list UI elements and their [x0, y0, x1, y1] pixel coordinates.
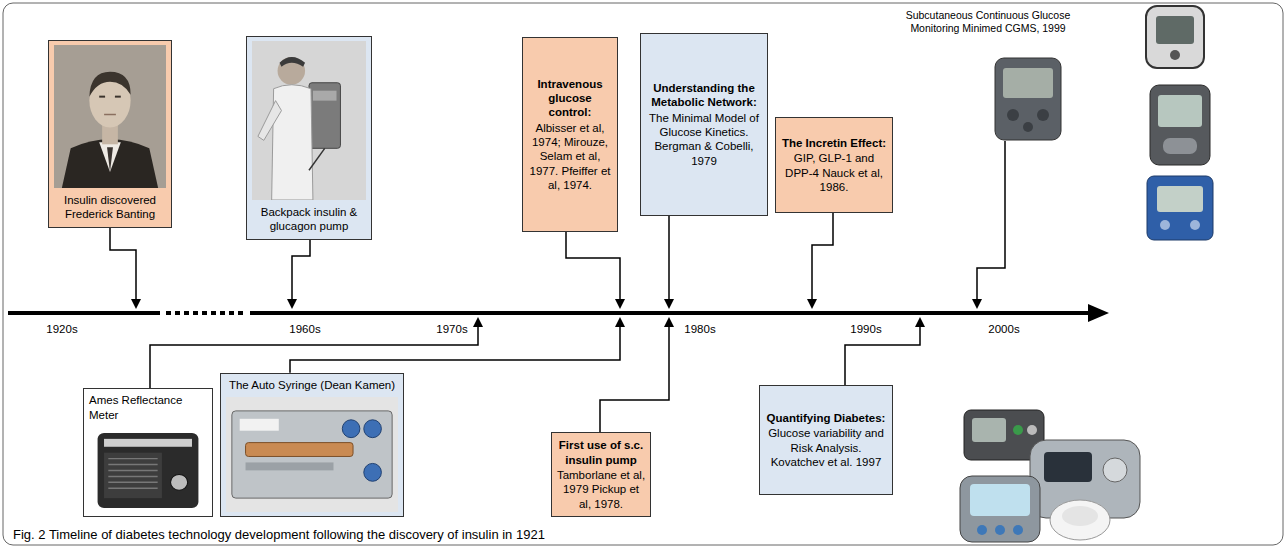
box-heading: Understanding the Metabolic Network:	[645, 81, 763, 110]
decade-label: 1980s	[684, 322, 715, 336]
box-text: GIP, GLP-1 and DPP-4 Nauck et al, 1986.	[780, 151, 888, 194]
leader-line	[292, 240, 310, 299]
box-text: Albisser et al, 1974; Mirouze, Selam et …	[527, 121, 613, 193]
arrow-head	[131, 299, 141, 309]
event-photo-box: The Auto Syringe (Dean Kamen)	[220, 373, 404, 517]
box-text: Backpack insulin & glucagon pump	[251, 205, 367, 234]
cgms-leader	[972, 141, 1005, 309]
figure-caption: Fig. 2 Timeline of diabetes technology d…	[13, 527, 545, 543]
leader-line	[812, 213, 833, 299]
arrow-head	[287, 299, 297, 309]
guardian-monitor	[1146, 6, 1204, 68]
event-photo-box: Insulin discovered Frederick Banting	[48, 40, 172, 228]
event-photo-box: Backpack insulin & glucagon pump	[246, 36, 372, 240]
arrow-head	[807, 299, 817, 309]
decade-label: 1990s	[850, 322, 881, 336]
leader-line	[566, 232, 620, 299]
box-text: The Minimal Model of Glucose Kinetics. B…	[645, 111, 763, 169]
navigator-monitor	[1150, 85, 1210, 165]
box-text: Ames Reflectance Meter	[89, 393, 207, 422]
leader-line	[845, 327, 920, 385]
blue-insulin-pump	[1147, 176, 1213, 240]
leader-line	[668, 216, 670, 299]
timeline-axis	[8, 304, 1109, 322]
auto-syringe-photo	[226, 397, 398, 512]
event-box: Quantifying Diabetes:Glucose variability…	[759, 385, 893, 495]
device-label: Subcutaneous Continuous Glucose Monitori…	[893, 9, 1083, 35]
box-heading: Quantifying Diabetes:	[764, 411, 888, 425]
event-photo-box: Ames Reflectance Meter	[83, 388, 213, 517]
arrow-head	[664, 299, 674, 309]
leader-line	[600, 327, 669, 432]
arrow-head	[615, 317, 625, 327]
decade-label: 2000s	[988, 322, 1019, 336]
arrow-head	[915, 317, 925, 327]
arrow-head	[473, 317, 483, 327]
box-heading: Intravenous glucose control:	[527, 77, 613, 120]
ames-meter-photo	[89, 427, 207, 512]
event-box: Understanding the Metabolic Network:The …	[640, 33, 768, 216]
event-box: First use of s.c. insulin pumpTamborlane…	[551, 432, 651, 517]
figure-frame	[3, 3, 1283, 545]
decade-label: 1970s	[436, 322, 467, 336]
event-box: Intravenous glucose control:Albisser et …	[522, 37, 618, 232]
event-box: The Incretin Effect:GIP, GLP-1 and DPP-4…	[775, 117, 893, 213]
box-text: Tamborlane et al, 1979 Pickup et al, 197…	[556, 468, 646, 511]
box-text: The Auto Syringe (Dean Kamen)	[226, 378, 398, 392]
banting-portrait	[54, 45, 166, 188]
pdm-controller	[960, 476, 1040, 542]
backpack-pump-photo	[252, 41, 366, 200]
box-heading: First use of s.c. insulin pump	[556, 438, 646, 467]
box-text: Glucose variability and Risk Analysis. K…	[764, 426, 888, 469]
arrow-head	[615, 299, 625, 309]
cgms-pager	[995, 58, 1061, 140]
arrow-head	[664, 317, 674, 327]
box-heading: The Incretin Effect:	[780, 136, 888, 150]
box-text: Insulin discovered Frederick Banting	[53, 193, 167, 222]
decade-label: 1960s	[289, 322, 320, 336]
decade-label: 1920s	[46, 322, 77, 336]
leader-line	[110, 228, 136, 299]
insulin-pod	[1050, 500, 1110, 540]
